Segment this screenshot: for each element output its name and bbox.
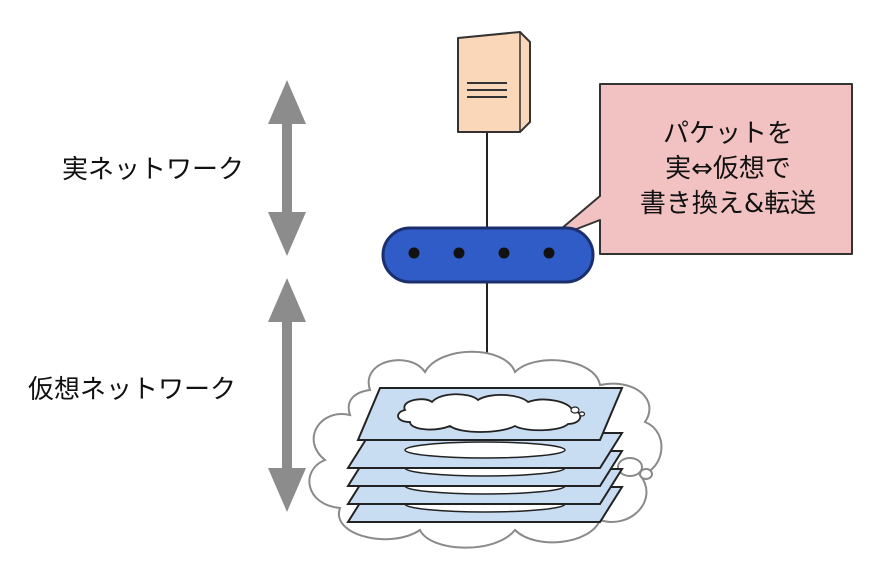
router-port-dot	[543, 247, 555, 259]
router-port-dot	[408, 247, 420, 259]
network-layer	[346, 432, 624, 469]
callout-line-1: パケットを	[663, 119, 793, 149]
router-icon	[381, 226, 595, 284]
callout-box: パケットを 実⇔仮想で 書き換え&転送	[547, 83, 853, 255]
router-port-dot	[453, 247, 465, 259]
callout-line-3: 書き換え&転送	[640, 189, 816, 219]
virtual-network-label: 仮想ネットワーク	[28, 375, 236, 405]
virtual-network-arrow	[268, 278, 306, 512]
network-layer-top	[356, 387, 624, 441]
real-network-arrow	[268, 80, 306, 256]
server-icon	[457, 31, 531, 133]
real-network-label: 実ネットワーク	[62, 155, 244, 185]
callout-line-2: 実⇔仮想で	[665, 154, 791, 184]
router-port-dot	[498, 247, 510, 259]
network-layers-icon	[346, 387, 624, 523]
